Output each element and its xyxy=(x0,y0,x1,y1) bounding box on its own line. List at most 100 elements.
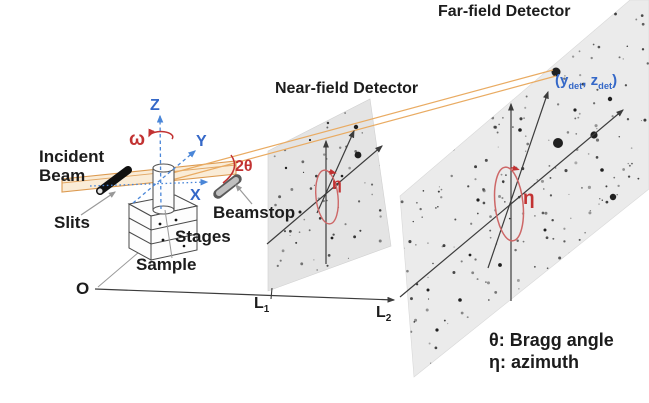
diffraction-dot xyxy=(413,10,415,12)
diffraction-dot xyxy=(458,298,462,302)
diffraction-dot xyxy=(381,108,384,111)
diffraction-dot xyxy=(519,117,523,121)
diffraction-dot xyxy=(330,236,334,240)
diffraction-dot xyxy=(303,218,306,221)
diffraction-dot xyxy=(470,222,473,225)
diffraction-dot xyxy=(512,126,514,128)
diffraction-dot xyxy=(493,40,497,43)
diffraction-dot xyxy=(548,139,550,142)
l2-main: L xyxy=(376,304,386,321)
diffraction-dot xyxy=(596,286,599,289)
diffraction-dot xyxy=(540,179,544,183)
diffraction-dot xyxy=(581,82,585,86)
diffraction-dot xyxy=(563,227,566,230)
diffraction-dot xyxy=(415,201,418,204)
diffraction-dot xyxy=(558,256,562,260)
diffraction-dot xyxy=(451,123,455,127)
diffraction-dot xyxy=(309,187,313,190)
diffraction-dot xyxy=(497,146,499,148)
diffraction-dot xyxy=(596,127,598,130)
diffraction-dot xyxy=(414,318,418,322)
diffraction-dot xyxy=(534,215,536,217)
diffraction-dot xyxy=(419,120,421,122)
diffraction-dot xyxy=(624,246,626,249)
diffraction-dot xyxy=(269,113,271,116)
diffraction-dot xyxy=(401,100,405,104)
diffraction-dot xyxy=(275,111,278,113)
near-field-detector-panel xyxy=(267,98,392,292)
diffraction-dot xyxy=(546,29,549,33)
sample-pin-cylinder xyxy=(152,163,175,215)
diffraction-dot xyxy=(599,198,601,200)
diffraction-dot xyxy=(438,186,440,188)
diffraction-dot xyxy=(298,231,301,233)
diffraction-dot xyxy=(518,32,520,34)
diffraction-dot xyxy=(514,248,517,252)
diffraction-dot xyxy=(283,230,287,233)
far-eta-rotation-arrow xyxy=(510,165,520,171)
diffraction-dot xyxy=(622,168,625,171)
far-eta-label: η xyxy=(523,188,535,209)
diffraction-dot xyxy=(326,126,329,129)
diffraction-dot xyxy=(276,264,279,267)
l1-main: L xyxy=(254,295,264,312)
y-axis xyxy=(132,150,196,204)
diffraction-dot xyxy=(563,240,566,243)
diffraction-dot xyxy=(637,177,640,180)
diffraction-dot xyxy=(631,162,633,165)
diffraction-dot xyxy=(575,275,577,277)
incident-beam-label: Incident Beam xyxy=(39,147,104,185)
diffraction-dot xyxy=(593,102,596,105)
diffraction-dot xyxy=(326,264,329,267)
diffracted-beam-line-lower xyxy=(167,75,557,182)
diffracted-beam-line-upper xyxy=(164,69,554,176)
diffraction-dot xyxy=(564,304,568,308)
diffraction-dot xyxy=(566,131,570,134)
diffraction-dot xyxy=(624,297,628,301)
diffraction-dot xyxy=(409,143,411,146)
diffraction-dot xyxy=(446,57,450,61)
diffraction-dot xyxy=(485,281,487,283)
diffraction-dot xyxy=(524,106,527,109)
diffraction-dot xyxy=(636,300,640,304)
diffraction-dot xyxy=(292,285,294,287)
diffraction-dot xyxy=(516,373,518,376)
diffraction-dot xyxy=(525,95,528,98)
diffraction-dot xyxy=(427,242,429,244)
l1-tick xyxy=(270,287,273,300)
beam-ribbon-inner-edge xyxy=(61,164,237,184)
diffraction-dot xyxy=(437,205,439,208)
diffraction-dot xyxy=(310,279,313,281)
diffraction-dot xyxy=(482,187,485,191)
diffraction-dot xyxy=(628,164,631,167)
diffraction-dot xyxy=(605,185,608,188)
diffraction-dot xyxy=(354,151,362,159)
diffraction-dot xyxy=(379,110,382,114)
diffraction-dot xyxy=(406,126,409,128)
far-diagonal-axis-arrow xyxy=(399,109,624,298)
diffraction-dot xyxy=(489,236,492,239)
diffraction-dot xyxy=(542,188,545,190)
slits-rod-endcap xyxy=(96,187,104,195)
diffraction-dot xyxy=(281,249,285,253)
diffraction-dot xyxy=(613,278,616,281)
diffraction-dot xyxy=(544,49,548,53)
diffraction-dot xyxy=(508,217,511,220)
diffraction-dot xyxy=(601,274,604,277)
diffraction-dot xyxy=(607,96,613,102)
diffraction-dot xyxy=(359,229,362,232)
diffraction-dot xyxy=(573,108,577,112)
diffraction-dot xyxy=(419,207,422,211)
diffraction-dot xyxy=(468,253,472,257)
diffraction-dot xyxy=(518,128,522,132)
diffraction-dot xyxy=(400,200,404,204)
diffraction-dot xyxy=(273,155,276,158)
diffraction-dot xyxy=(419,174,422,177)
sample-label: Sample xyxy=(136,255,197,274)
diffraction-dot xyxy=(357,200,361,203)
diffraction-dot xyxy=(618,56,621,59)
diffraction-dot xyxy=(460,344,462,347)
z-axis-label: Z xyxy=(150,97,160,114)
near-field-detector-title: Near-field Detector xyxy=(275,80,419,97)
diffraction-dot xyxy=(489,73,493,77)
